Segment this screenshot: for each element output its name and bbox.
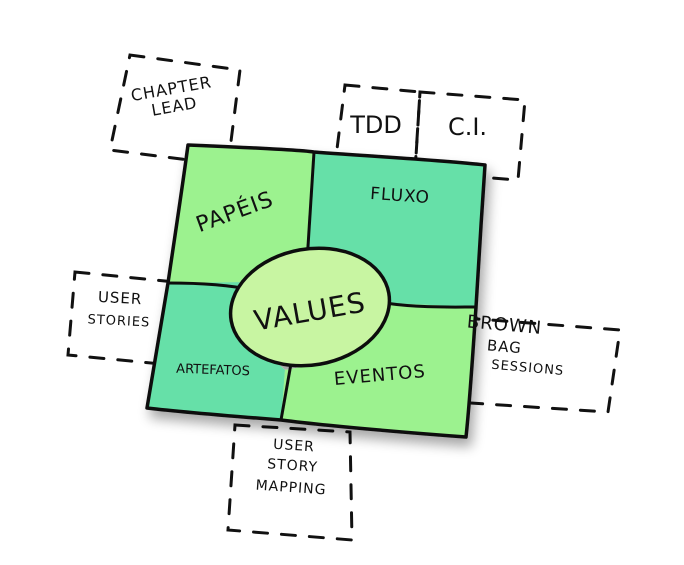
label-tdd: TDD (350, 111, 402, 139)
values-ellipse (228, 246, 392, 368)
label-user-story-mapping: User Story Mapping (255, 436, 328, 499)
label-brown-bag: Brown Bag Sessions (466, 311, 565, 379)
satellite-box-user-stories (66, 270, 177, 367)
label-user-stories: User Stories (87, 287, 151, 331)
label-ci: C.I. (447, 113, 488, 141)
quadrant-bottom-right-bg (281, 303, 476, 437)
main-board (145, 143, 487, 439)
satellite-box-ci (413, 90, 527, 182)
quadrant-bottom-left-bg (147, 282, 285, 420)
satellite-box-user-story-mapping (226, 423, 354, 542)
